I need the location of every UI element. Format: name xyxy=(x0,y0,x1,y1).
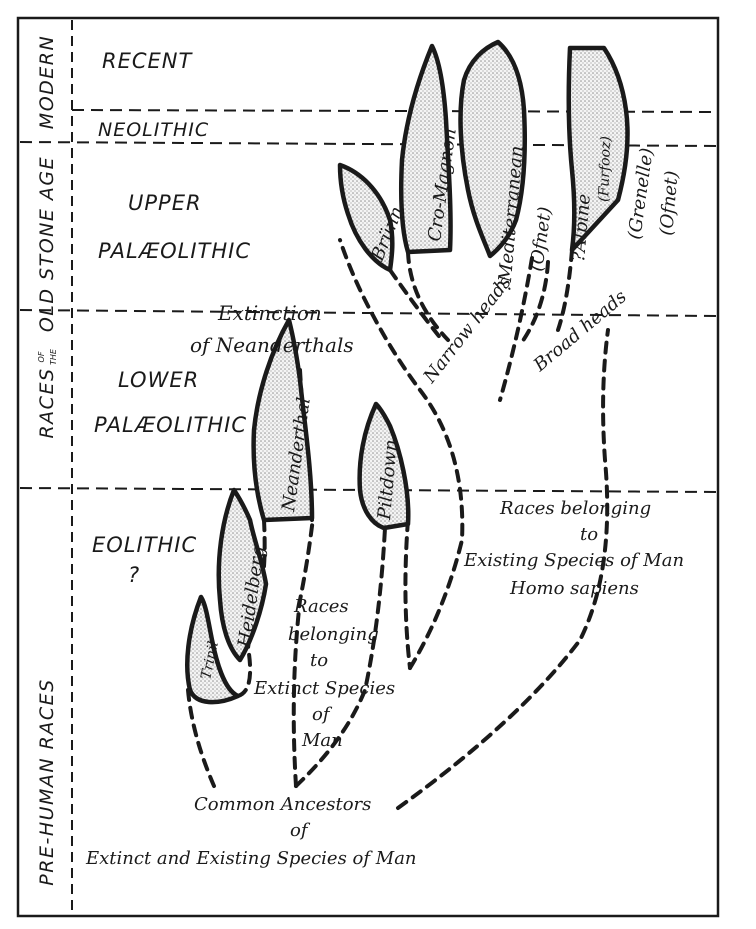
divider-upper-lower xyxy=(19,309,717,317)
diagram-frame xyxy=(16,16,720,918)
side-label-races: RACES xyxy=(36,367,58,438)
annotation-common-ancestors-2: of xyxy=(290,820,311,841)
annotation-extinct-species-1: Races xyxy=(293,596,349,617)
extinct-species-trunk-2 xyxy=(294,526,387,788)
annotation-extinct-species-3: to xyxy=(310,650,328,671)
label-alpine: ?Alpine xyxy=(568,193,595,263)
annotation-extinct-species-2: belonging xyxy=(288,624,379,645)
existing-species-trunk xyxy=(396,328,610,810)
mediterranean-stem xyxy=(498,256,534,402)
label-ofnet-mediterranean: (Ofnet) xyxy=(526,205,556,272)
side-label-pre-human: PRE-HUMAN RACES xyxy=(36,678,58,885)
brunn-stem xyxy=(388,268,444,342)
trinil-stem xyxy=(186,688,216,788)
period-neolithic: NEOLITHIC xyxy=(98,119,209,141)
period-eolithic: EOLITHIC xyxy=(92,533,197,557)
period-lower-palaeolithic: PALÆOLITHIC xyxy=(94,413,247,437)
annotation-common-ancestors-3: Extinct and Existing Species of Man xyxy=(85,848,417,869)
side-label-of: OF xyxy=(37,351,46,362)
period-upper: UPPER xyxy=(128,191,202,215)
branch-piltdown xyxy=(357,401,411,531)
label-trinil: Trinil xyxy=(198,640,222,681)
ofnet-stem xyxy=(518,260,550,347)
period-eolithic-question: ? xyxy=(128,563,140,587)
label-furfooz: (Furfooz) xyxy=(596,136,614,202)
branch-cro-magnon xyxy=(399,43,453,255)
side-label-old-stone-age-group: RACES OF THE OLD STONE AGE xyxy=(36,156,58,439)
period-recent: RECENT xyxy=(102,49,194,73)
side-label-the: THE xyxy=(49,348,58,365)
annotation-extinction-line-2: of Neanderthals xyxy=(190,333,354,357)
alpine-stem xyxy=(556,248,574,332)
branch-brunn xyxy=(337,162,395,273)
annotation-extinct-species-6: Man xyxy=(301,730,343,751)
branch-alpine xyxy=(566,45,630,253)
annotation-common-ancestors-1: Common Ancestors xyxy=(194,794,371,815)
period-upper-palaeolithic: PALÆOLITHIC xyxy=(98,239,251,263)
existing-species-main-stem xyxy=(338,238,465,670)
label-broad-heads: Broad heads xyxy=(529,286,631,376)
branch-heidelberg xyxy=(216,487,269,663)
branch-trinil xyxy=(185,594,241,705)
annotation-extinct-species-5: of xyxy=(312,704,333,725)
extinct-species-trunk xyxy=(291,516,315,788)
tree-branches xyxy=(185,39,630,705)
annotation-existing-species-3: Existing Species of Man xyxy=(463,550,684,571)
period-lower: LOWER xyxy=(118,368,199,392)
branch-neanderthal xyxy=(251,317,315,523)
branch-mediterranean xyxy=(458,39,527,259)
annotation-existing-species-4: Homo sapiens xyxy=(509,578,639,599)
piltdown-stem xyxy=(403,518,412,670)
label-ofnet-alpine: (Ofnet) xyxy=(656,170,683,237)
annotation-extinction-line-1: Extinction xyxy=(217,301,322,325)
cro-magnon-stem xyxy=(406,250,450,342)
side-label-modern: MODERN xyxy=(36,35,58,129)
side-label-old-stone-age: OLD STONE AGE xyxy=(36,156,58,332)
annotation-existing-species-1: Races belonging xyxy=(499,498,651,519)
annotation-existing-species-2: to xyxy=(580,524,598,545)
annotation-extinct-species-4: Extinct Species xyxy=(253,678,395,699)
label-grenelle: (Grenelle) xyxy=(624,147,658,241)
